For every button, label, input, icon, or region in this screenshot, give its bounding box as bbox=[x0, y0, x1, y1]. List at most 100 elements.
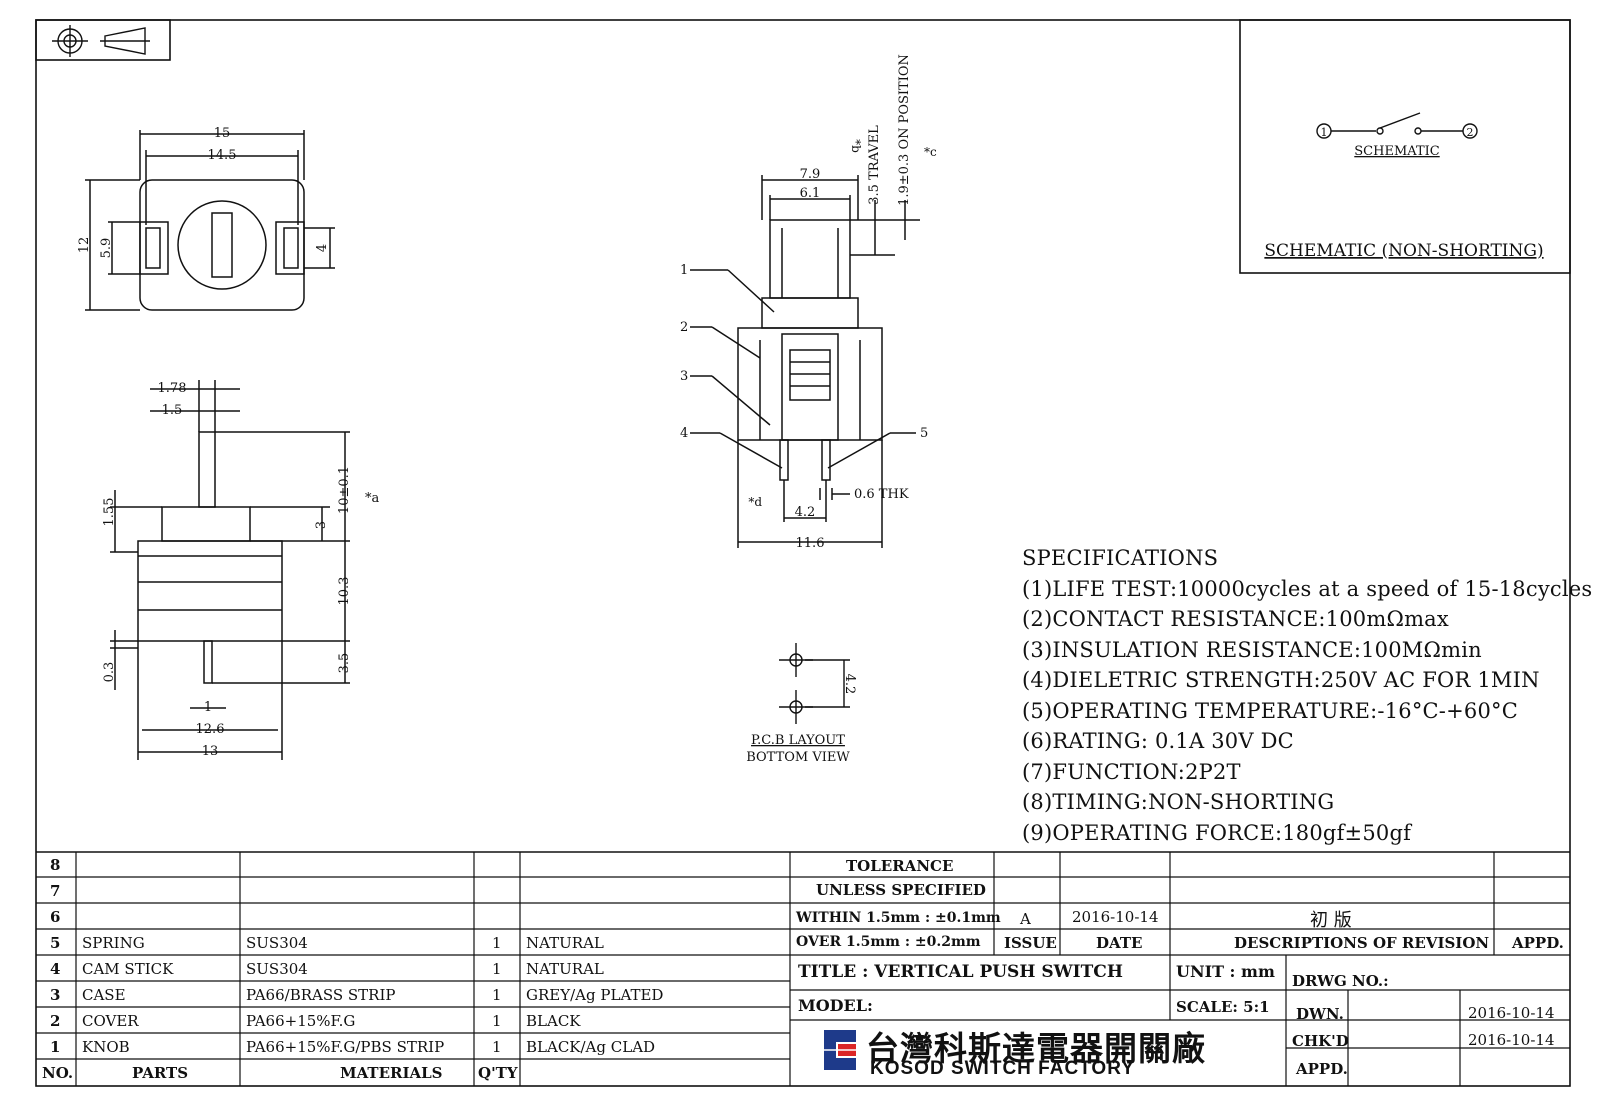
date-header: DATE bbox=[1096, 934, 1143, 952]
part-callout-3: 3 bbox=[680, 369, 688, 384]
scale: SCALE: 5:1 bbox=[1176, 998, 1270, 1016]
bom-part: CAM STICK bbox=[82, 960, 174, 978]
tolerance-within: WITHIN 1.5mm : ±0.1mm bbox=[796, 910, 1001, 926]
bom-qty: 1 bbox=[492, 1038, 502, 1056]
appd-header: APPD. bbox=[1512, 934, 1564, 952]
spec-item: (5)OPERATING TEMPERATURE:-16°C-+60°C bbox=[1022, 698, 1518, 723]
spec-item: (6)RATING: 0.1A 30V DC bbox=[1022, 729, 1294, 753]
bom-qty: 1 bbox=[492, 986, 502, 1004]
dim-14-5: 14.5 bbox=[208, 148, 237, 163]
dim-3: 3 bbox=[314, 521, 329, 529]
spec-item: (8)TIMING:NON-SHORTING bbox=[1022, 790, 1335, 814]
revision-issue: A bbox=[1020, 910, 1031, 928]
description-header: DESCRIPTIONS OF REVISION bbox=[1234, 934, 1490, 952]
bom-material: SUS304 bbox=[246, 960, 308, 978]
bom-no: 3 bbox=[50, 986, 61, 1004]
schematic-terminal-2: 2 bbox=[1467, 126, 1474, 139]
bom-part: CASE bbox=[82, 986, 126, 1004]
schematic-title: SCHEMATIC (NON-SHORTING) bbox=[1264, 241, 1543, 261]
kosod-logo-icon bbox=[824, 1030, 856, 1070]
pcb-layout bbox=[779, 643, 850, 724]
dim-on-position: 1.9±0.3 ON POSITION bbox=[897, 54, 912, 206]
dim-12: 12 bbox=[77, 237, 92, 254]
pcb-label-2: BOTTOM VIEW bbox=[746, 750, 850, 765]
bom-finish: BLACK/Ag CLAD bbox=[526, 1038, 656, 1056]
schematic-symbol bbox=[1316, 112, 1478, 139]
dim-11-6: 11.6 bbox=[796, 536, 825, 551]
drawing-number-label: DRWG NO.: bbox=[1292, 972, 1389, 990]
part-callout-2: 2 bbox=[680, 320, 688, 335]
bom-finish: NATURAL bbox=[526, 934, 604, 952]
bom-no: 8 bbox=[50, 856, 61, 874]
chkd-date: 2016-10-14 bbox=[1468, 1031, 1555, 1049]
specifications-block: SPECIFICATIONS (1)LIFE TEST:10000cycles … bbox=[1022, 543, 1592, 848]
dim-1-78: 1.78 bbox=[158, 381, 187, 396]
chkd-label: CHK'D bbox=[1292, 1032, 1349, 1050]
dim-3-5: 3.5 bbox=[337, 653, 352, 674]
dwn-date: 2016-10-14 bbox=[1468, 1004, 1555, 1022]
note-c: *c bbox=[924, 145, 937, 159]
bom-header-no: NO. bbox=[42, 1064, 74, 1082]
bom-no: 1 bbox=[50, 1038, 61, 1056]
spec-item: (1)LIFE TEST:10000cycles at a speed of 1… bbox=[1022, 576, 1593, 601]
note-a: *a bbox=[365, 491, 380, 506]
bom-header-qty: Q'TY bbox=[478, 1064, 518, 1082]
side-view bbox=[110, 380, 350, 760]
bom-no: 7 bbox=[50, 882, 61, 900]
sheet-border bbox=[35, 19, 1571, 1087]
bom-qty: 1 bbox=[492, 960, 502, 978]
revision-description: 初 版 bbox=[1310, 910, 1352, 931]
dim-7-9: 7.9 bbox=[800, 167, 821, 182]
projection-symbol-box bbox=[35, 19, 171, 61]
tolerance-subheading: UNLESS SPECIFIED bbox=[816, 881, 986, 899]
bom-finish: NATURAL bbox=[526, 960, 604, 978]
dim-0-3: 0.3 bbox=[102, 662, 117, 683]
dim-15: 15 bbox=[214, 126, 231, 141]
bom-part: KNOB bbox=[82, 1038, 130, 1056]
dim-1-55: 1.55 bbox=[102, 498, 117, 527]
bom-finish: BLACK bbox=[526, 1012, 581, 1030]
schematic-small-label: SCHEMATIC bbox=[1354, 144, 1439, 159]
dim-1: 1 bbox=[204, 700, 212, 715]
appd-label: APPD. bbox=[1296, 1060, 1348, 1078]
note-d: *d bbox=[748, 495, 762, 509]
bom-qty: 1 bbox=[492, 934, 502, 952]
pcb-dim-4-2: 4.2 bbox=[842, 674, 857, 695]
dim-10: 10±0.1 bbox=[337, 466, 352, 514]
dim-12-6: 12.6 bbox=[196, 722, 225, 737]
spec-item: (9)OPERATING FORCE:180gf±50gf bbox=[1022, 820, 1412, 845]
tolerance-heading: TOLERANCE bbox=[846, 857, 954, 875]
dim-4: 4 bbox=[315, 244, 330, 252]
bom-part: COVER bbox=[82, 1012, 139, 1030]
dim-6-1: 6.1 bbox=[800, 186, 821, 201]
bom-finish: GREY/Ag PLATED bbox=[526, 986, 664, 1004]
dim-5-9: 5.9 bbox=[99, 238, 114, 259]
spec-item: (7)FUNCTION:2P2T bbox=[1022, 759, 1241, 784]
bom-material: PA66+15%F.G bbox=[246, 1012, 356, 1030]
tolerance-over: OVER 1.5mm : ±0.2mm bbox=[796, 934, 981, 950]
dim-travel: 3.5 TRAVEL bbox=[867, 125, 882, 205]
dim-10-3: 10.3 bbox=[337, 577, 352, 606]
revision-date: 2016-10-14 bbox=[1072, 908, 1159, 926]
third-angle-projection-icon bbox=[52, 25, 150, 57]
spec-item: (2)CONTACT RESISTANCE:100mΩmax bbox=[1022, 607, 1449, 631]
company-name-chinese: 台灣科斯達電器開關廠 bbox=[866, 1029, 1206, 1068]
model-label: MODEL: bbox=[798, 996, 873, 1015]
part-callout-4: 4 bbox=[680, 426, 688, 441]
pcb-label-1: P.C.B LAYOUT bbox=[751, 733, 845, 748]
company-name-english: KOSOD SWITCH FACTORY bbox=[870, 1058, 1135, 1079]
bom-material: PA66+15%F.G/PBS STRIP bbox=[246, 1038, 445, 1056]
dwn-label: DWN. bbox=[1296, 1005, 1344, 1023]
part-callout-5: 5 bbox=[920, 426, 928, 441]
drawing-title: TITLE : VERTICAL PUSH SWITCH bbox=[798, 962, 1123, 982]
spec-item: (4)DIELETRIC STRENGTH:250V AC FOR 1MIN bbox=[1022, 668, 1540, 692]
dim-13: 13 bbox=[202, 744, 219, 759]
bom-material: PA66/BRASS STRIP bbox=[246, 986, 396, 1004]
spec-item: (3)INSULATION RESISTANCE:100MΩmin bbox=[1022, 637, 1482, 662]
bom-material: SUS304 bbox=[246, 934, 308, 952]
bom-grid bbox=[36, 852, 791, 1086]
dim-pitch-4-2: 4.2 bbox=[795, 505, 816, 520]
dim-1-5: 1.5 bbox=[162, 403, 183, 418]
schematic-terminal-1: 1 bbox=[1321, 126, 1328, 139]
